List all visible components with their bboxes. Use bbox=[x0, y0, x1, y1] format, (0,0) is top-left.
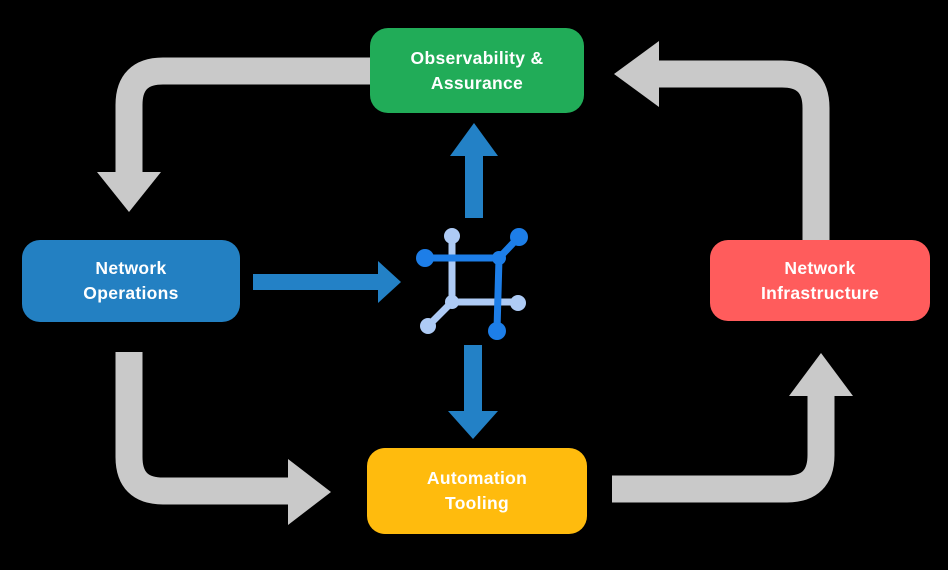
arrow-observability-to-operations bbox=[97, 57, 371, 212]
node-label-line: Network bbox=[95, 258, 167, 279]
node-observability-assurance: Observability & Assurance bbox=[370, 28, 584, 113]
node-label-line: Observability & bbox=[410, 47, 544, 68]
node-label-line: Operations bbox=[83, 283, 179, 303]
node-label-line: Infrastructure bbox=[761, 282, 879, 303]
arrow-automation-to-infrastructure bbox=[612, 353, 853, 503]
arrow-operations-to-icon bbox=[253, 261, 401, 303]
arrow-infrastructure-to-observability bbox=[614, 41, 830, 241]
node-label-line: Automation bbox=[426, 468, 528, 489]
network-mesh-icon-light-part bbox=[420, 228, 526, 334]
node-automation-tooling: Automation Tooling bbox=[367, 448, 587, 534]
arrow-icon-to-observability bbox=[450, 123, 498, 218]
node-label-line: Tooling bbox=[445, 493, 509, 513]
node-label-line: Network bbox=[784, 257, 856, 278]
arrow-icon-to-automation bbox=[448, 345, 498, 439]
arrow-operations-to-automation bbox=[115, 352, 331, 525]
node-label-line: Assurance bbox=[430, 72, 524, 93]
node-network-infrastructure: Network Infrastructure bbox=[710, 240, 930, 321]
node-network-operations: Network Operations bbox=[22, 240, 240, 322]
network-mesh-icon-dark-part bbox=[416, 228, 528, 340]
network-mesh-icon bbox=[416, 228, 528, 340]
